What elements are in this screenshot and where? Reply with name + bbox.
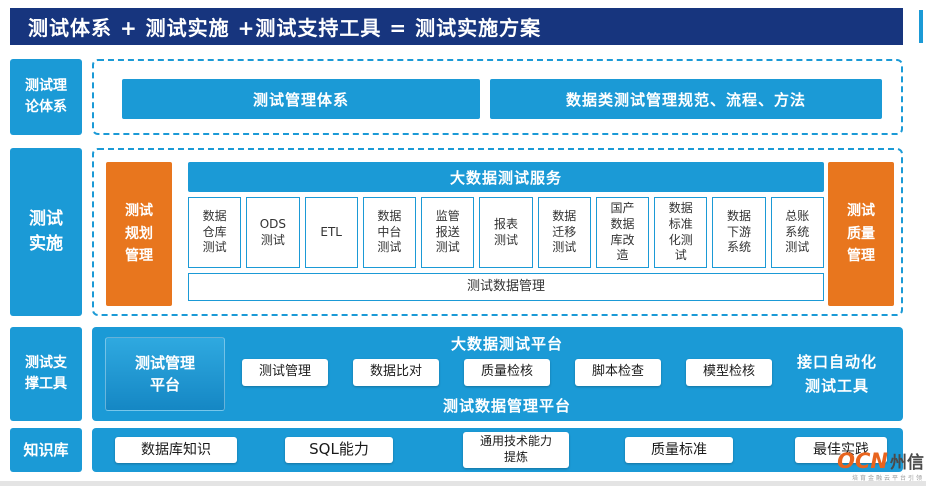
tool-quality-check: 质量检核 [464, 359, 550, 386]
service-data-migration: 数据 迁移 测试 [537, 197, 591, 268]
service-domestic-db: 国产 数据 库改 造 [595, 197, 650, 268]
tool-model-check: 模型检核 [686, 359, 772, 386]
service-downstream-systems: 数据 下游 系统 [712, 197, 766, 268]
services-header: 大数据测试服务 [188, 162, 824, 192]
service-data-warehouse: 数据 仓库 测试 [188, 197, 242, 268]
data-platform-label: 测试数据管理平台 [442, 396, 571, 415]
title-edge-accent [919, 10, 923, 43]
test-mgmt-platform-box: 测试管理 平台 [105, 337, 225, 411]
tool-script-check: 脚本检查 [575, 359, 661, 386]
test-quality-box: 测试 质量 管理 [828, 162, 894, 306]
service-report-testing: 报表 测试 [479, 197, 533, 268]
logo: OCN 州信 培育金融云平台引领 [837, 449, 924, 483]
tool-data-comparison: 数据比对 [353, 359, 439, 386]
sidebar-item-knowledge-base: 知识库 [10, 428, 82, 472]
service-regulatory-reporting: 监管 报送 测试 [421, 197, 475, 268]
kb-row-container: 数据库知识 SQL能力 通用技术能力 提炼 质量标准 最佳实践 [92, 428, 903, 472]
bottom-edge-strip [0, 481, 926, 486]
kb-best-practice: 最佳实践 [795, 437, 887, 463]
data-test-spec-box: 数据类测试管理规范、流程、方法 [490, 79, 882, 119]
service-data-standardization: 数据 标准 化测 试 [654, 197, 708, 268]
big-data-test-services: 大数据测试服务 数据 仓库 测试 ODS 测试 ETL 数据 中台 测试 监管 … [188, 162, 824, 306]
sidebar-item-theory: 测试理 论体系 [10, 59, 82, 135]
test-management-system-box: 测试管理体系 [122, 79, 480, 119]
test-planning-box: 测试 规划 管理 [106, 162, 172, 306]
logo-mark-icon: OCN [837, 449, 888, 473]
kb-quality-standard: 质量标准 [625, 437, 733, 463]
service-data-middle-platform: 数据 中台 测试 [362, 197, 417, 268]
page-title: 测试体系 + 测试实施 +测试支持工具 = 测试实施方案 [28, 16, 542, 40]
kb-sql-ability: SQL能力 [285, 437, 393, 463]
service-general-ledger: 总账 系统 测试 [770, 197, 824, 268]
sidebar-item-support-tools: 测试支 撑工具 [10, 327, 82, 421]
tool-test-management: 测试管理 [242, 359, 328, 386]
tools-row-container: 测试管理 平台 大数据测试平台 测试管理 数据比对 质量检核 脚本检查 模型检核… [92, 327, 903, 421]
title-bar: 测试体系 + 测试实施 +测试支持工具 = 测试实施方案 [10, 8, 903, 45]
service-etl: ETL [304, 197, 358, 268]
service-ods: ODS 测试 [246, 197, 300, 268]
kb-db-knowledge: 数据库知识 [115, 437, 237, 463]
sidebar-item-implementation: 测试 实施 [10, 148, 82, 316]
platform-header: 大数据测试平台 [450, 334, 563, 353]
kb-general-tech: 通用技术能力 提炼 [463, 432, 569, 468]
impl-row-container: 测试 规划 管理 大数据测试服务 数据 仓库 测试 ODS 测试 ETL 数据 … [92, 148, 903, 316]
services-grid: 数据 仓库 测试 ODS 测试 ETL 数据 中台 测试 监管 报送 测试 报表… [188, 197, 824, 268]
test-data-mgmt-box: 测试数据管理 [188, 273, 824, 301]
platform-tools-row: 测试管理 数据比对 质量检核 脚本检查 模型检核 [242, 359, 772, 386]
logo-slogan: 培育金融云平台引领 [851, 475, 924, 482]
logo-text: 州信 [890, 453, 924, 473]
api-test-tool-label: 接口自动化 测试工具 [796, 353, 877, 395]
big-data-platform: 大数据测试平台 测试管理 数据比对 质量检核 脚本检查 模型检核 测试数据管理平… [242, 330, 772, 418]
theory-row-container: 测试管理体系 数据类测试管理规范、流程、方法 [92, 59, 903, 135]
